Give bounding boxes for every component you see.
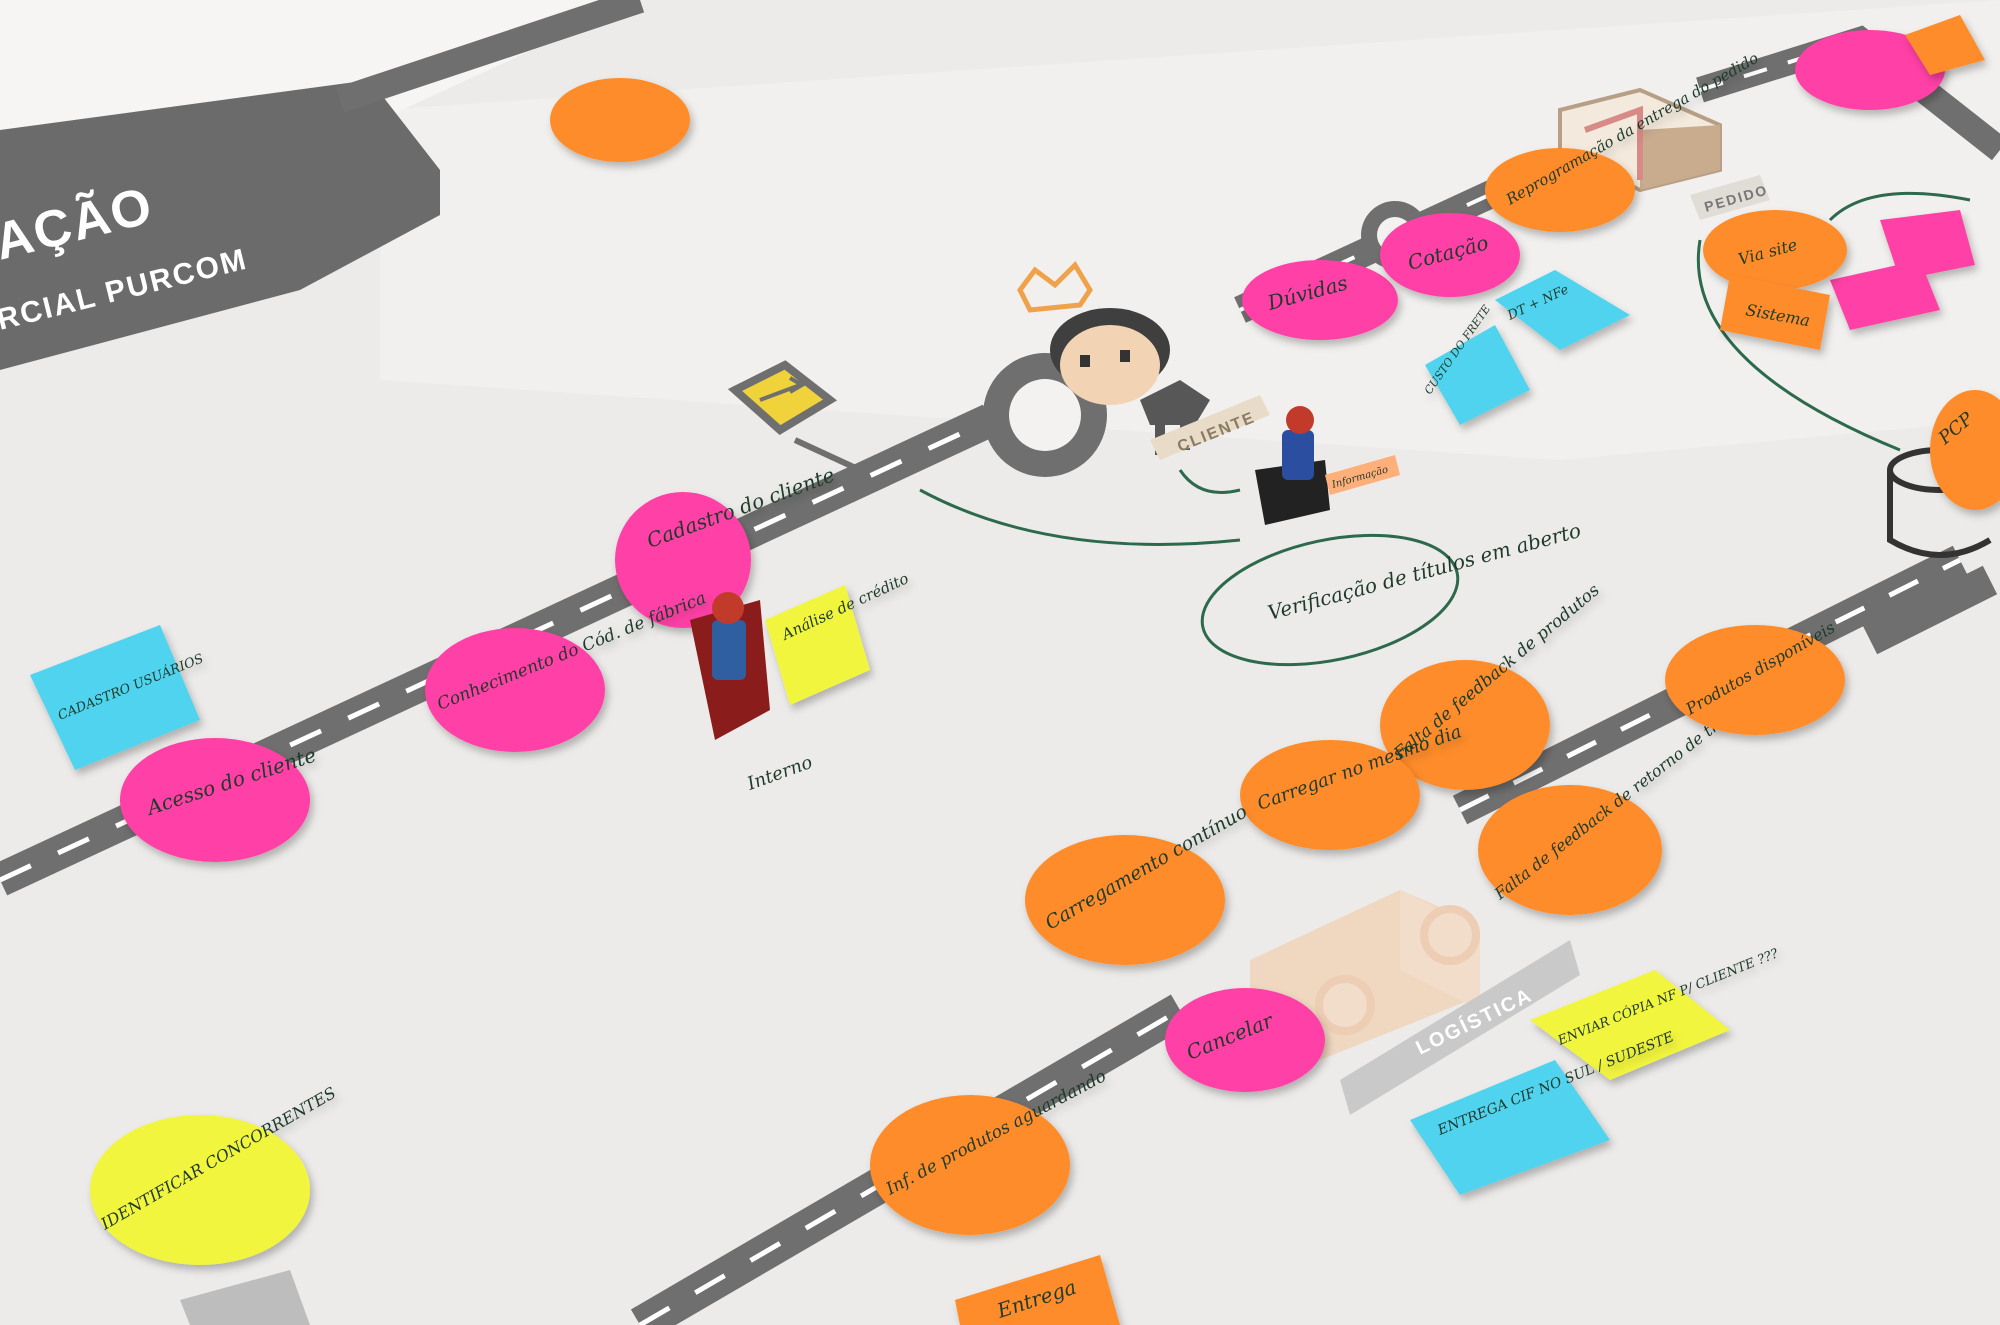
title-banner (0, 80, 440, 370)
pink-note-top-right (1795, 30, 1945, 110)
pink-square-right (1830, 210, 1975, 330)
pink-note-duvidas: Dúvidas (1242, 260, 1398, 340)
cliente-tag (1150, 395, 1270, 460)
pink-note-cotacao: Cotação (1380, 213, 1520, 297)
lego-figure-icon (690, 592, 770, 740)
pink-note-cancelar: Cancelar (1165, 988, 1325, 1092)
logistica-tag (1340, 940, 1580, 1115)
traffic-sign-icon (727, 360, 862, 473)
marker-arrow-3 (1696, 239, 1901, 452)
cliente-character-icon (1017, 260, 1210, 455)
road-top-left (335, 0, 645, 113)
crown-icon (1017, 260, 1093, 313)
board-stand (180, 1270, 310, 1325)
marker-arrow-2 (1178, 469, 1241, 494)
orange-note-via-site: Via site (1703, 210, 1847, 290)
marker-arrow-1 (919, 488, 1241, 546)
orange-note-produtos-disponiveis: Produtos disponíveis (1665, 618, 1845, 735)
marker-arrow-4 (1828, 191, 1971, 222)
pedido-tag (1690, 175, 1770, 220)
yellow-note-identificar: IDENTIFICAR CONCORRENTES (90, 1083, 339, 1265)
orange-note-pcp: PCP (1930, 390, 2000, 510)
verificacao-circle (1200, 533, 1460, 667)
orange-note-top-right-corner (1905, 15, 1985, 75)
orange-dot (550, 78, 690, 162)
orange-note-sistema: Sistema (1720, 275, 1830, 350)
lego-figure-cliente-icon (1255, 406, 1400, 525)
pink-note-acesso: Acesso do cliente (120, 738, 319, 862)
blue-note-cadastro-usuarios: CADASTRO USUÁRIOS (30, 625, 206, 770)
